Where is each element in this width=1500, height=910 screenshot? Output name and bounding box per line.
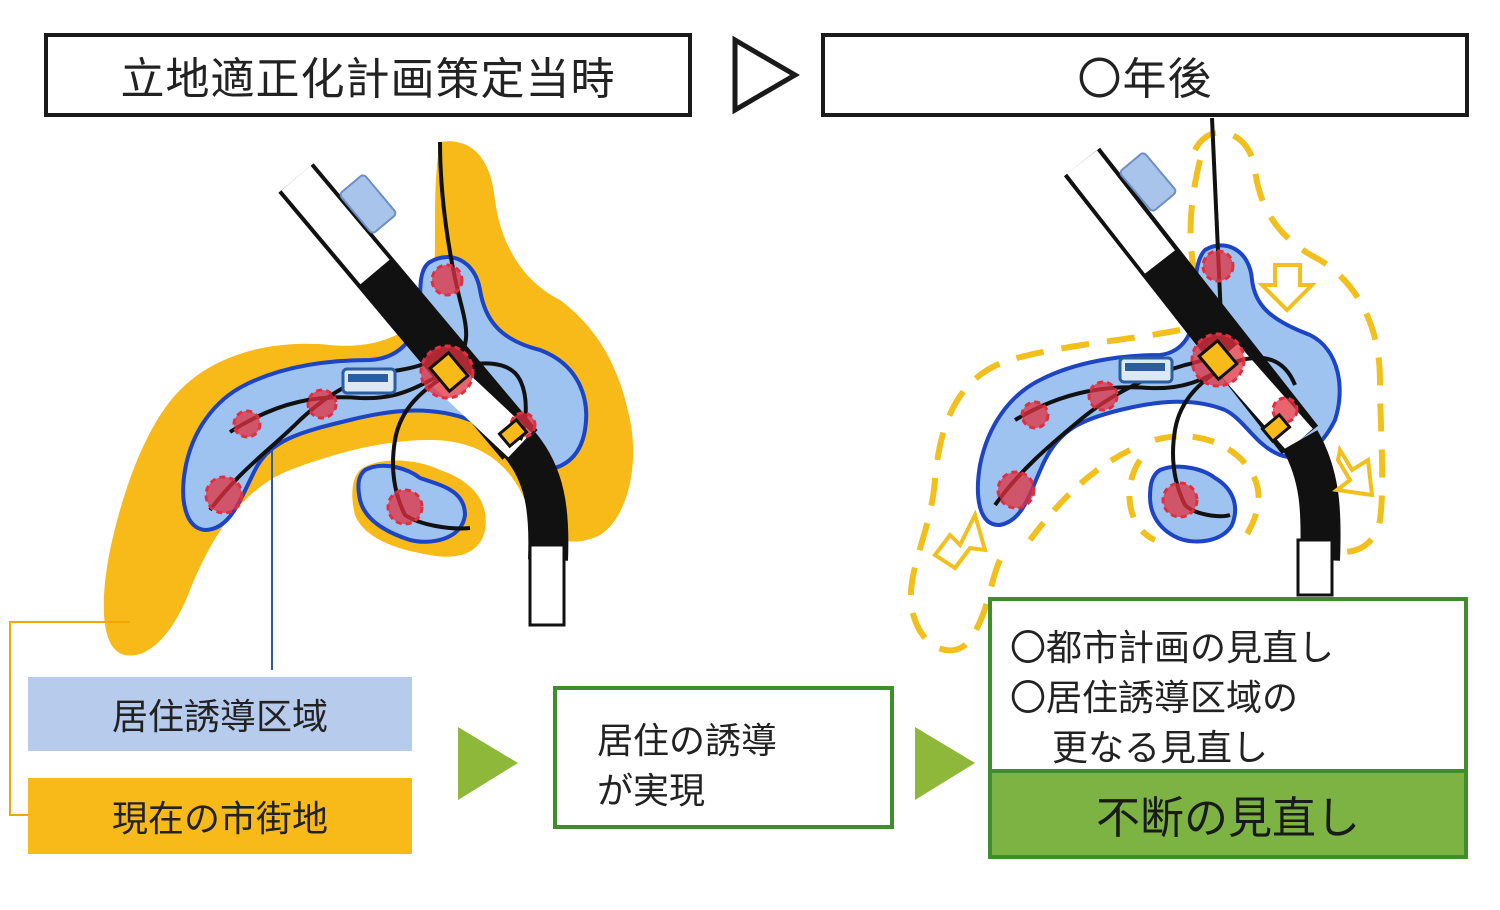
review-line-1: 〇都市計画の見直し (1010, 628, 1335, 669)
left-title-box: 立地適正化計画策定当時 (44, 33, 692, 117)
legend-urban-label: 現在の市街地 (111, 799, 328, 840)
title-arrow-icon (732, 35, 800, 115)
middle-line-1: 居住の誘導 (597, 721, 778, 762)
middle-line-2: が実現 (597, 771, 706, 812)
middle-box: 居住の誘導 が実現 (553, 686, 894, 829)
green-arrow-icon-1 (458, 727, 518, 800)
review-footer-label: 不断の見直し (1096, 793, 1360, 844)
right-title-box: 〇年後 (821, 33, 1469, 117)
left-title: 立地適正化計画策定当時 (120, 54, 616, 105)
review-footer: 不断の見直し (992, 769, 1464, 855)
review-line-3: 更なる見直し (1052, 728, 1269, 769)
legend-urban: 現在の市街地 (28, 778, 412, 854)
review-line-2: 〇居住誘導区域の (1010, 678, 1299, 719)
review-box: 〇都市計画の見直し 〇居住誘導区域の 更なる見直し 不断の見直し (988, 597, 1468, 859)
green-arrow-icon-2 (915, 727, 975, 800)
right-title: 〇年後 (1077, 54, 1213, 105)
legend-residential: 居住誘導区域 (28, 677, 412, 751)
legend-residential-label: 居住誘導区域 (111, 697, 328, 738)
